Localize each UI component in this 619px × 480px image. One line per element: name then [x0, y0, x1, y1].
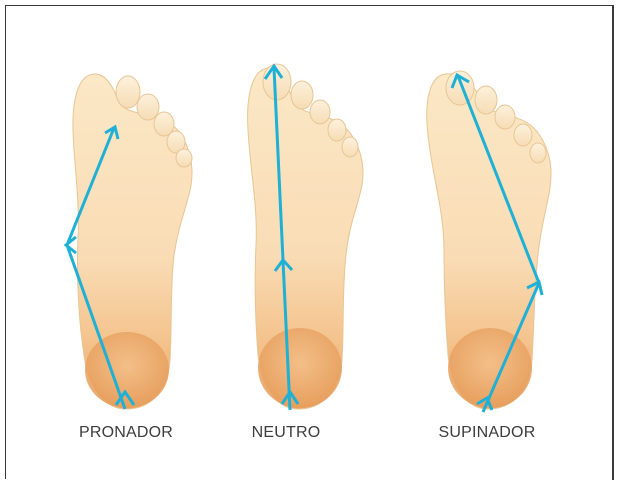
label-pronador: PRONADOR: [46, 424, 206, 442]
foot-neutro: [248, 64, 363, 410]
label-supinador: SUPINADOR: [407, 424, 567, 442]
foot-supinador: [427, 71, 551, 412]
heel-pad: [258, 328, 342, 408]
foot-pronador: [66, 74, 192, 409]
label-neutro: NEUTRO: [206, 424, 366, 442]
